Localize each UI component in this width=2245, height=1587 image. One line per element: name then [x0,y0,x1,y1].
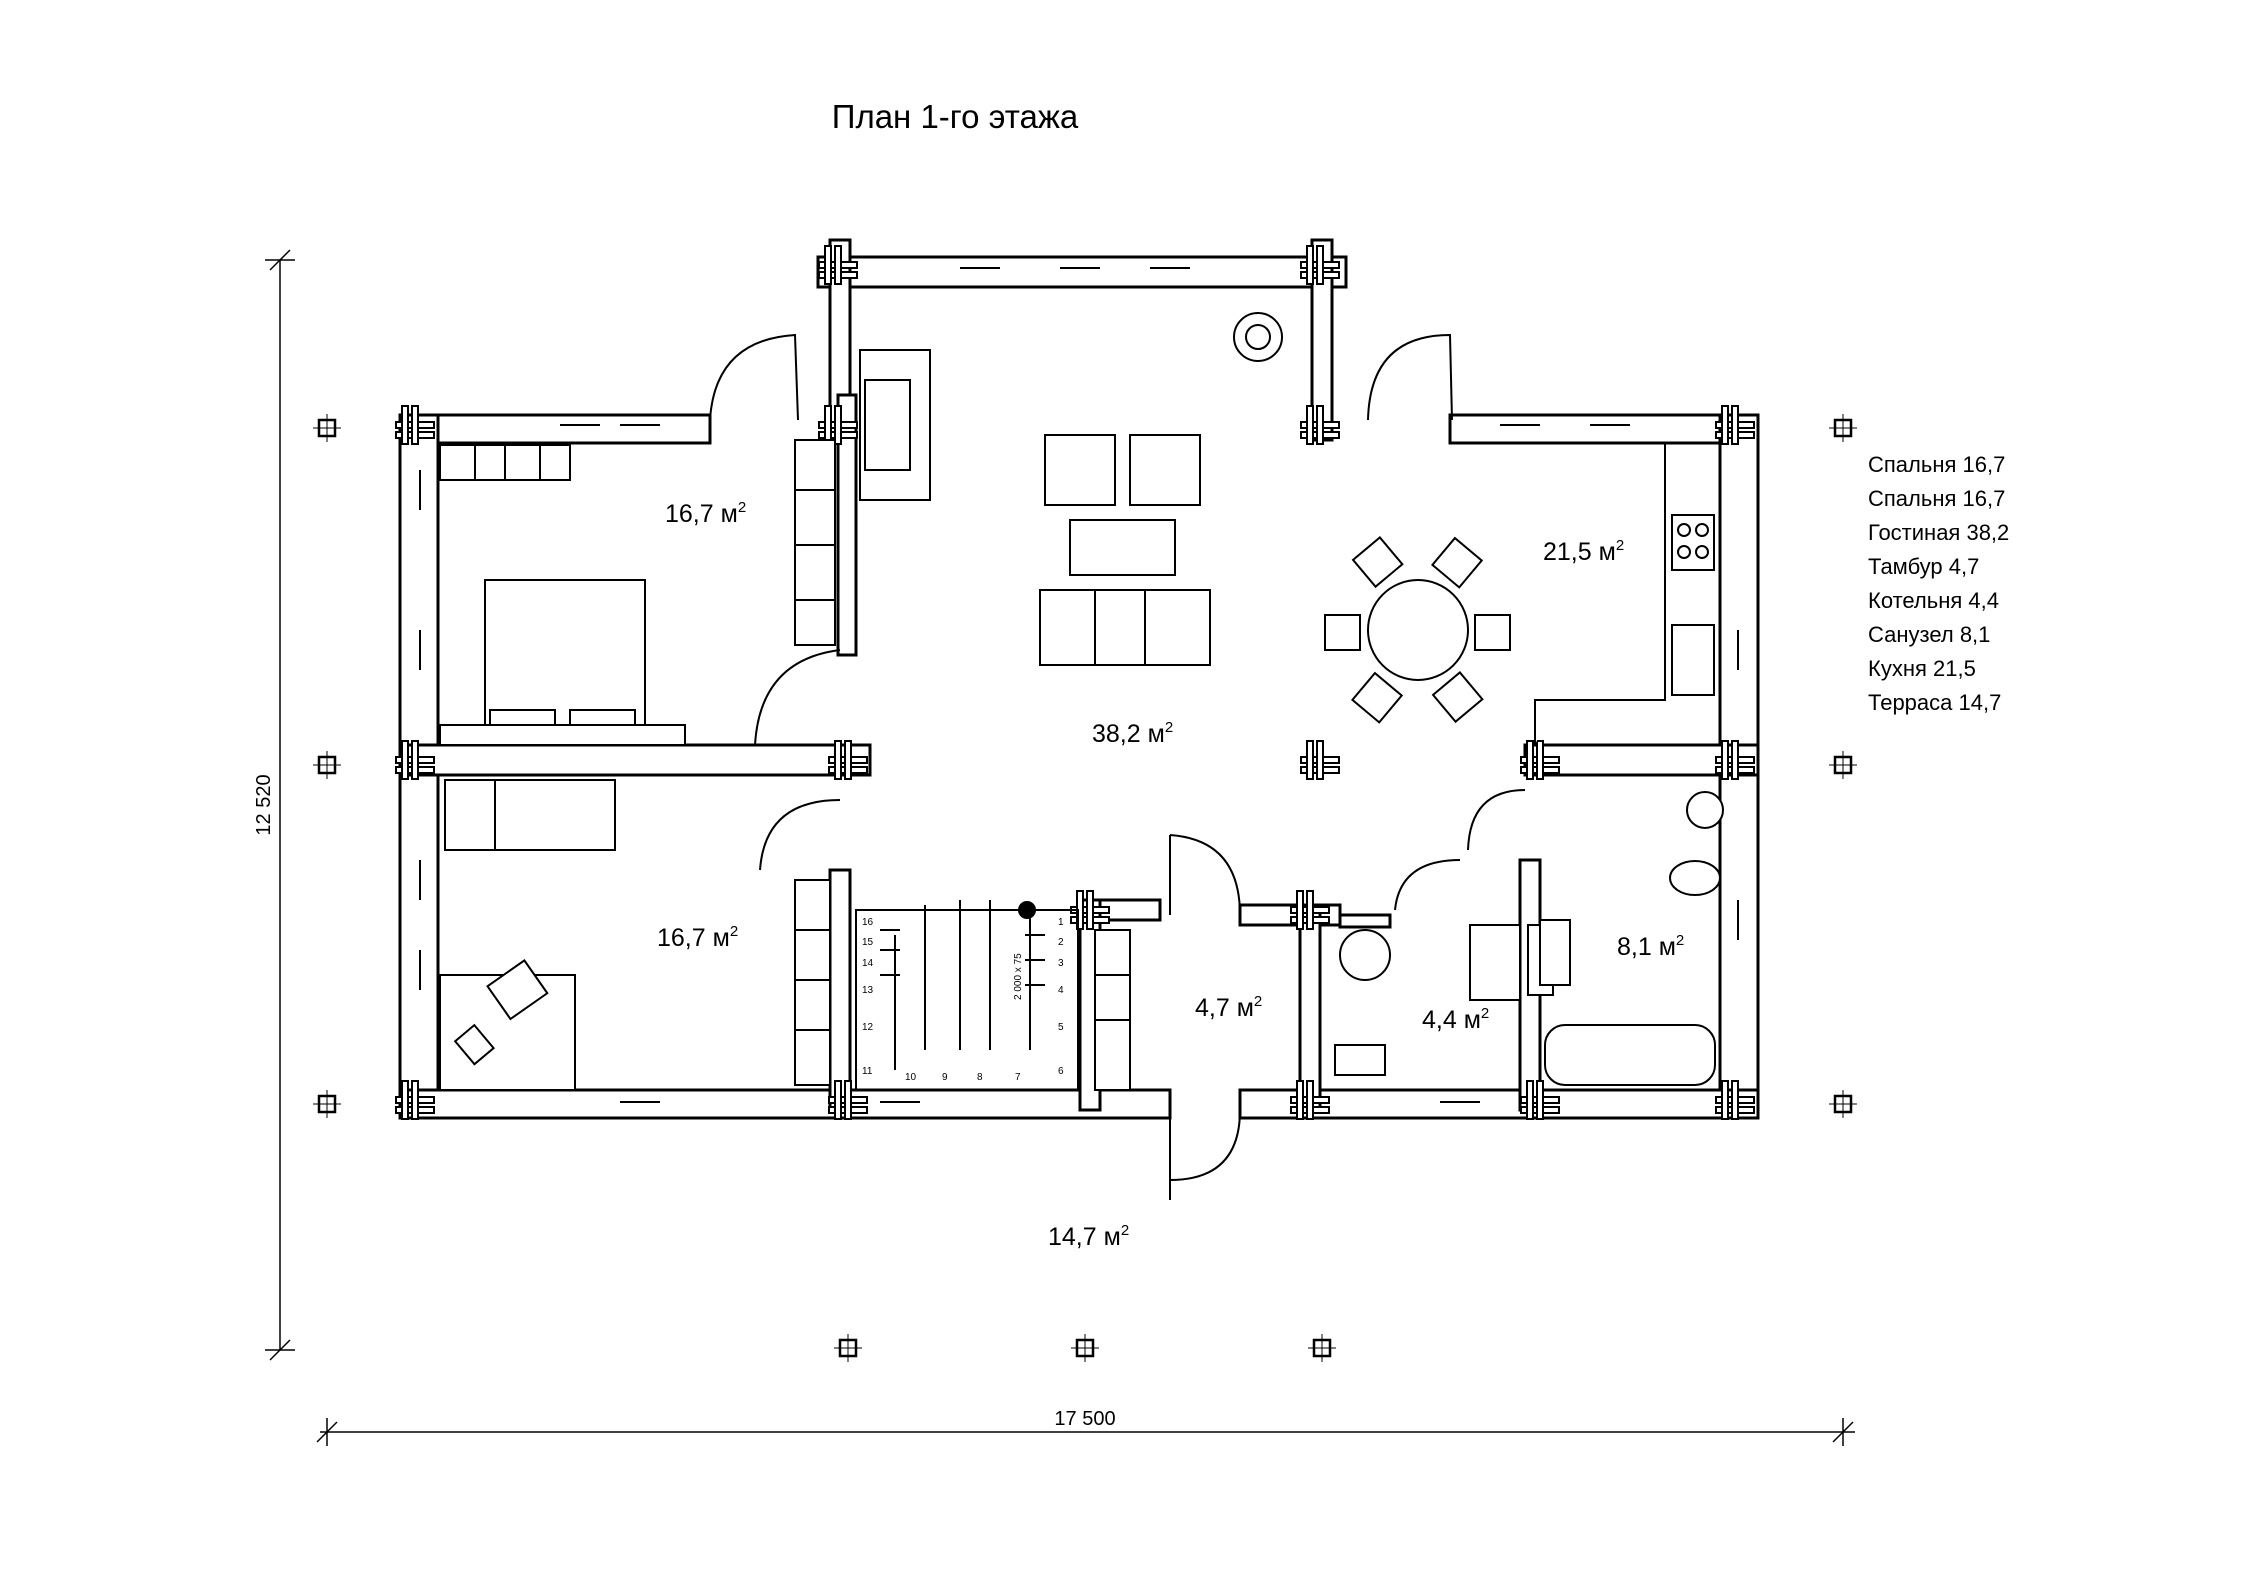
svg-text:11: 11 [862,1066,873,1077]
svg-text:15: 15 [862,937,874,948]
windows [419,267,1739,1103]
svg-text:13: 13 [862,985,874,996]
plan-title: План 1-го этажа [832,98,1079,135]
terrace-posts [1300,740,1340,780]
svg-text:6: 6 [1058,1066,1064,1077]
legend-item: Тамбур 4,7 [1868,554,1980,579]
area-bathroom: 8,1 м2 [1617,932,1684,961]
dimension-lines [265,249,1855,1446]
svg-text:4: 4 [1058,985,1064,996]
svg-text:2: 2 [1058,937,1064,948]
svg-text:3: 3 [1058,958,1064,969]
room-area-labels: 16,7 м2 16,7 м2 38,2 м2 21,5 м2 4,7 м2 4… [657,499,1684,1251]
legend-item: Гостиная 38,2 [1868,520,2010,545]
wall-mid-left [398,743,872,777]
doors [709,333,1526,1200]
svg-text:16: 16 [862,917,874,928]
wall-top-right [1448,413,1752,445]
svg-text:1: 1 [1058,917,1064,928]
area-boiler: 4,4 м2 [1422,1005,1489,1034]
area-bedroom-top: 16,7 м2 [665,499,746,528]
svg-text:5: 5 [1058,1022,1064,1033]
area-living: 38,2 м2 [1092,719,1173,748]
wall-top-bay [816,255,1348,289]
room-legend: Спальня 16,7 Спальня 16,7 Гостиная 38,2 … [1868,448,2009,720]
svg-text:9: 9 [942,1072,948,1083]
stair-step-numbers: 16 15 14 13 12 11 10 9 8 7 6 1 2 3 4 5 2… [862,917,1064,1083]
legend-item: Терраса 14,7 [1868,690,2002,715]
legend-item: Спальня 16,7 [1868,452,2006,477]
svg-text:10: 10 [905,1072,917,1083]
area-vestibule: 4,7 м2 [1195,993,1262,1022]
svg-text:7: 7 [1015,1072,1021,1083]
legend-item: Спальня 16,7 [1868,486,2006,511]
dimension-width: 17 500 [1054,1408,1115,1430]
svg-text:14: 14 [862,958,874,969]
legend-item: Кухня 21,5 [1868,656,1976,681]
svg-text:2 000 x 75: 2 000 x 75 [1013,953,1024,1000]
staircase [855,900,1079,1091]
furniture [439,312,1724,1091]
area-bedroom-bottom: 16,7 м2 [657,923,738,952]
svg-text:12: 12 [862,1022,874,1033]
area-terrace: 14,7 м2 [1048,1222,1129,1251]
dimension-height: 12 520 [253,774,275,835]
wall-bottom-left [398,1088,1172,1120]
wall-top-left [398,413,712,445]
area-kitchen: 21,5 м2 [1543,537,1624,566]
legend-item: Котельня 4,4 [1868,588,1999,613]
svg-text:8: 8 [977,1072,983,1083]
legend-item: Санузел 8,1 [1868,622,1991,647]
